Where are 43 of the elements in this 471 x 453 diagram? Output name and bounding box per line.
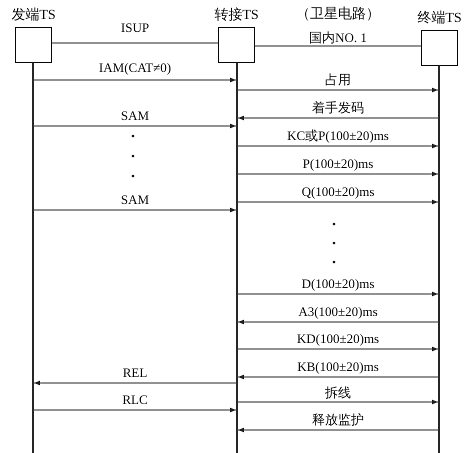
lifeline bbox=[236, 63, 238, 453]
message-arrow bbox=[238, 144, 438, 148]
message-arrow bbox=[238, 374, 438, 380]
lifeline bbox=[438, 66, 440, 453]
message-label: D(100±20)ms bbox=[302, 277, 374, 291]
message-label: SAM bbox=[120, 193, 150, 207]
edge-label: ISUP bbox=[120, 21, 150, 35]
message-label: KB(100±20)ms bbox=[297, 360, 379, 374]
message-label: Q(100±20)ms bbox=[302, 185, 374, 199]
message-label: REL bbox=[122, 366, 148, 380]
message-label: SAM bbox=[120, 109, 150, 123]
message-label: KD(100±20)ms bbox=[296, 332, 380, 346]
edge-label: 国内NO. 1 bbox=[309, 31, 367, 45]
message-arrow bbox=[34, 78, 236, 82]
message-arrow bbox=[238, 116, 438, 120]
message-label: P(100±20)ms bbox=[302, 157, 374, 171]
message-label: A3(100±20)ms bbox=[298, 305, 378, 319]
message-label: KC或P(100±20)ms bbox=[287, 129, 389, 143]
message-arrow bbox=[34, 380, 236, 386]
message-arrow bbox=[238, 292, 438, 296]
exchange-heading: 发端TS bbox=[11, 8, 56, 24]
message-label: 释放监护 bbox=[312, 413, 364, 427]
message-label: 占用 bbox=[325, 73, 351, 87]
message-arrow bbox=[238, 428, 438, 432]
message-label: 拆线 bbox=[325, 386, 351, 400]
message-arrow bbox=[238, 88, 438, 92]
trunk-line bbox=[52, 42, 218, 44]
message-arrow bbox=[238, 320, 438, 324]
message-arrow bbox=[238, 400, 438, 404]
message-label: 着手发码 bbox=[312, 101, 364, 115]
lifeline bbox=[32, 63, 34, 453]
message-label: RLC bbox=[122, 393, 148, 407]
exchange-heading: 终端TS bbox=[417, 11, 462, 27]
message-arrow bbox=[238, 346, 438, 352]
trunk-line bbox=[255, 45, 421, 47]
message-label: IAM(CAT≠0) bbox=[98, 61, 172, 75]
message-arrow bbox=[238, 172, 438, 176]
message-arrow bbox=[34, 124, 236, 128]
message-arrow bbox=[34, 408, 236, 412]
exchange-heading: 转接TS bbox=[214, 8, 259, 24]
note-label: （卫星电路） bbox=[296, 8, 380, 22]
message-arrow bbox=[238, 200, 438, 204]
message-arrow bbox=[34, 208, 236, 212]
